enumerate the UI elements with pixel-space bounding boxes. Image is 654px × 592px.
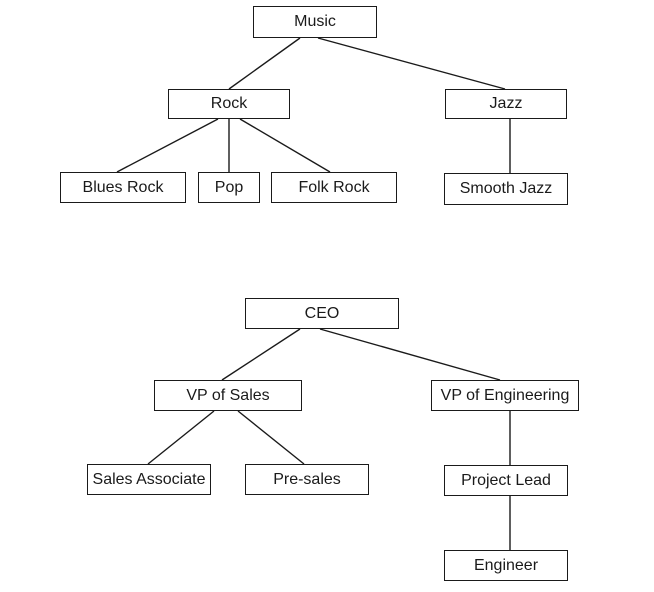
node-project-lead: Project Lead [444,465,568,496]
edge-ceo-vp-sales [221,328,301,381]
edge-ceo-vp-engineering [319,328,501,381]
node-vp-of-sales: VP of Sales [154,380,302,411]
node-smooth-jazz: Smooth Jazz [444,173,568,205]
node-music: Music [253,6,377,38]
edge-vp-sales-sales-associate [147,410,215,465]
edge-vp-sales-pre-sales [237,410,305,465]
edge-music-jazz [317,37,506,90]
node-folk-rock: Folk Rock [271,172,397,203]
node-engineer: Engineer [444,550,568,581]
node-pop: Pop [198,172,260,203]
node-sales-associate: Sales Associate [87,464,211,495]
edge-rock-folk-rock [239,118,331,173]
node-jazz: Jazz [445,89,567,119]
node-blues-rock: Blues Rock [60,172,186,203]
node-rock: Rock [168,89,290,119]
node-ceo: CEO [245,298,399,329]
node-pre-sales: Pre-sales [245,464,369,495]
node-vp-of-engineering: VP of Engineering [431,380,579,411]
edge-music-rock [228,37,301,90]
edge-rock-blues-rock [116,118,219,173]
